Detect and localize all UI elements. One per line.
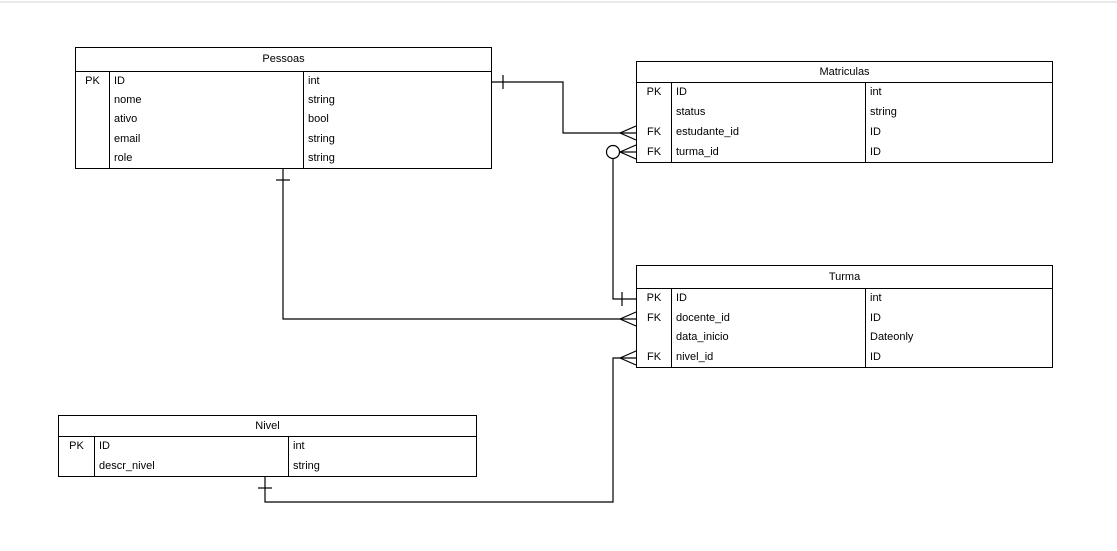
connector-pessoas-matriculas[interactable] xyxy=(492,75,637,141)
field-key-badge: PK xyxy=(637,289,672,309)
field-name: nome xyxy=(110,91,304,111)
field-type: int xyxy=(308,75,320,88)
field-name: nivel_id xyxy=(672,347,866,367)
field-type: int xyxy=(293,440,305,453)
field-row[interactable]: PK ID int xyxy=(59,437,476,457)
field-name: ID xyxy=(672,83,866,103)
field-row[interactable]: FK estudante_id ID xyxy=(637,122,1052,143)
field-key-badge xyxy=(76,148,110,168)
field-type: ID xyxy=(870,311,881,324)
field-row[interactable]: data_inicio Dateonly xyxy=(637,328,1052,348)
field-row[interactable]: ativo bool xyxy=(76,110,491,130)
field-name: docente_id xyxy=(672,308,866,328)
crowfoot-marker xyxy=(619,132,637,141)
entity-table-pessoas[interactable]: Pessoas PK ID int nome string ativo bool… xyxy=(75,47,492,169)
field-key-badge xyxy=(637,328,672,348)
field-name: estudante_id xyxy=(672,122,866,143)
field-key-badge: PK xyxy=(59,437,95,457)
connector-line xyxy=(282,168,636,320)
field-row[interactable]: PK ID int xyxy=(637,83,1052,103)
entity-title[interactable]: Matriculas xyxy=(637,62,1052,83)
field-key-badge: PK xyxy=(76,72,110,92)
field-type: int xyxy=(870,86,882,99)
field-key-badge: PK xyxy=(637,83,672,103)
entity-table-nivel[interactable]: Nivel PK ID int descr_nivel string xyxy=(58,415,477,477)
field-row[interactable]: status string xyxy=(637,102,1052,123)
field-row[interactable]: descr_nivel string xyxy=(59,456,476,476)
field-name: ativo xyxy=(110,110,304,130)
connector-line xyxy=(492,81,636,134)
field-key-badge xyxy=(76,110,110,130)
field-name: data_inicio xyxy=(672,328,866,348)
field-key-badge: FK xyxy=(637,308,672,328)
crowfoot-marker xyxy=(619,311,637,320)
field-row[interactable]: PK ID int xyxy=(76,72,491,92)
field-type: ID xyxy=(870,350,881,363)
field-type: ID xyxy=(870,145,881,158)
field-name: ID xyxy=(110,72,304,92)
connector-pessoas-turma[interactable] xyxy=(276,168,637,327)
connector-turma-matriculas[interactable] xyxy=(605,144,637,306)
field-key-badge xyxy=(59,456,95,476)
field-type: int xyxy=(870,292,882,305)
field-row[interactable]: FK nivel_id ID xyxy=(637,347,1052,367)
crowfoot-marker xyxy=(619,125,637,134)
field-type: string xyxy=(293,459,320,472)
field-row[interactable]: PK ID int xyxy=(637,289,1052,309)
crowfoot-marker xyxy=(619,318,637,327)
field-row[interactable]: FK docente_id ID xyxy=(637,308,1052,328)
field-type: string xyxy=(308,132,335,145)
entity-table-matriculas[interactable]: Matriculas PK ID int status string FK es… xyxy=(636,61,1053,163)
crowfoot-marker xyxy=(619,357,637,366)
zero-circle-marker xyxy=(605,144,621,160)
field-key-badge: FK xyxy=(637,122,672,143)
field-row[interactable]: email string xyxy=(76,129,491,149)
field-name: status xyxy=(672,102,866,123)
field-key-badge: FK xyxy=(637,347,672,367)
crowfoot-marker xyxy=(619,350,637,359)
field-key-badge: FK xyxy=(637,142,672,162)
entity-title[interactable]: Pessoas xyxy=(76,48,491,72)
field-type: string xyxy=(308,151,335,164)
field-name: email xyxy=(110,129,304,149)
page-top-divider xyxy=(0,1,1117,3)
field-row[interactable]: role string xyxy=(76,148,491,168)
connector-nivel-turma[interactable] xyxy=(258,350,637,503)
field-row[interactable]: nome string xyxy=(76,91,491,111)
field-row[interactable]: FK turma_id ID xyxy=(637,142,1052,162)
field-type: string xyxy=(308,94,335,107)
entity-title[interactable]: Nivel xyxy=(59,416,476,437)
field-type: ID xyxy=(870,125,881,138)
field-name: ID xyxy=(95,437,289,457)
field-type: bool xyxy=(308,113,329,126)
field-name: ID xyxy=(672,289,866,309)
field-name: descr_nivel xyxy=(95,456,289,476)
crowfoot-marker xyxy=(619,144,637,153)
field-key-badge xyxy=(76,91,110,111)
field-key-badge xyxy=(637,102,672,123)
field-name: turma_id xyxy=(672,142,866,162)
entity-title[interactable]: Turma xyxy=(637,266,1052,289)
connector-line xyxy=(612,158,636,300)
field-name: role xyxy=(110,148,304,168)
field-key-badge xyxy=(76,129,110,149)
entity-table-turma[interactable]: Turma PK ID int FK docente_id ID data_in… xyxy=(636,265,1053,368)
field-type: Dateonly xyxy=(870,331,914,344)
field-type: string xyxy=(870,106,897,119)
crowfoot-marker xyxy=(619,151,637,160)
